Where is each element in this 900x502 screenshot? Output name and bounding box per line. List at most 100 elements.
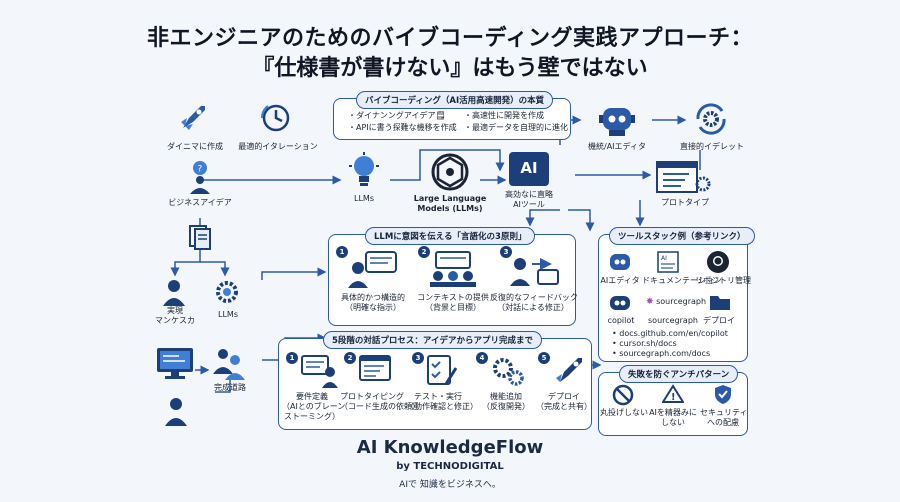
principle-3-line1: 反復的なフィードバック: [490, 293, 578, 302]
deploy-rocket-icon: [550, 352, 586, 388]
principle-num-1: 1: [336, 246, 348, 258]
tools-title: ツールスタック例（参考リンク）: [609, 227, 755, 245]
step-1-line2: （AIとのブレーン: [282, 402, 346, 411]
prototype-window-icon: [655, 160, 711, 196]
person-label-line2: マンケスカ: [155, 316, 195, 325]
shield-icon: [712, 383, 734, 405]
llm-label-line1: Large Language: [413, 194, 487, 203]
antipattern-label-1: 丸投げしない: [600, 408, 648, 417]
team-icon: [211, 346, 247, 380]
person-label: 実現 マンケスカ: [150, 306, 200, 326]
principles-title: LLMに意図を伝える「言語化の3原則」: [365, 227, 536, 245]
tool-link-2-text[interactable]: cursor.sh/docs: [619, 339, 677, 348]
person-idea-icon: ?: [182, 160, 218, 194]
antipattern-3-line1: セキュリティ: [700, 408, 748, 417]
complete-label: 完成道路: [214, 383, 246, 392]
step-4-line1: 機能追加: [490, 392, 522, 401]
tool-link-1-text[interactable]: docs.github.com/en/copilot: [619, 329, 728, 338]
gear-cluster-icon: [213, 278, 241, 306]
iteration-label: 最適的イタレーション: [238, 142, 318, 151]
principle-label-2: コンテキストの提供 （背景と目標）: [413, 293, 493, 313]
step-num-1: 1: [286, 352, 298, 364]
antipattern-2-line1: AIを精器みに: [649, 408, 697, 417]
documentation-icon: AI: [655, 250, 681, 274]
principle-2-line2: （背景と目標）: [425, 303, 481, 312]
step-label-4: 機能追加 （反復開発）: [478, 392, 534, 412]
principle-label-1: 具体的かつ構造的 （明確な指示）: [333, 293, 413, 313]
principle-2-line1: コンテキストの提供: [417, 293, 489, 302]
process-title: 5段階の対話プロセス：アイデアからアプリ完成まで: [323, 331, 542, 349]
dynamic-label: ダイニマに作成: [167, 142, 223, 151]
tool-link-3[interactable]: • sourcegraph.com/docs: [612, 349, 711, 358]
svg-text:?: ?: [198, 165, 203, 175]
step-label-1: 要件定義 （AIとのブレーン ストーミング）: [282, 392, 346, 422]
principle-num-3: 3: [500, 246, 512, 258]
tool-link-2[interactable]: • cursor.sh/docs: [612, 339, 677, 348]
tool-link-1[interactable]: • docs.github.com/en/copilot: [612, 329, 728, 338]
essence-box: バイブコーディング（AI活用高速開発）の本質 ・ダイナンングアイデア🗒 ・高速性…: [333, 91, 571, 140]
antipattern-title: 失敗を防ぐアンチパターン: [619, 365, 739, 383]
ai-badge: AI: [520, 159, 538, 177]
step-2-line2: （コード生成の依頼）: [340, 402, 420, 411]
step-label-2: プロトタイピング （コード生成の依頼）: [340, 392, 420, 412]
llm-label: Large Language Models (LLMs): [410, 194, 490, 214]
folder-icon: [708, 292, 732, 312]
step-num-2: 2: [344, 352, 356, 364]
no-entry-icon: [612, 384, 634, 406]
step-2-line1: プロトタイピング: [340, 392, 404, 401]
feedback-icon: [510, 250, 560, 288]
proto-label: プロトタイプ: [661, 198, 709, 207]
essence-bullet-2: ・高速性に開発を作成: [464, 111, 544, 120]
ai-editor-icon: [607, 250, 633, 274]
tool-label-5: sourcegraph: [648, 316, 698, 325]
github-icon: [706, 250, 730, 274]
ai-label-line1: 高効なに直略: [505, 190, 553, 199]
step-3-line2: （動作確認と修正）: [406, 402, 478, 411]
ai-label: 高効なに直略 AIツール: [497, 190, 561, 210]
robot-icon: [597, 100, 637, 138]
cycle-gear-icon: [692, 100, 730, 138]
step-1-line3: ストーミング）: [284, 412, 340, 421]
principle-label-3: 反復的なフィードバック （対話による修正）: [490, 293, 578, 313]
brand-by: by TECHNODIGITAL: [396, 461, 504, 472]
code-gen-icon: [358, 354, 394, 388]
tool-label-4: copilot: [607, 316, 635, 325]
cycle-label: 直接的イデレット: [680, 142, 744, 151]
principle-3-line2: （対話による修正）: [497, 303, 569, 312]
step-num-3: 3: [412, 352, 424, 364]
principle-1-line2: （明確な指示）: [345, 303, 401, 312]
brand-tagline: AIで 知識をビジネスへ。: [399, 480, 501, 490]
llm-label-line2: Models (LLMs): [417, 204, 483, 213]
person-icon: [160, 278, 188, 306]
svg-text:AI: AI: [661, 255, 667, 262]
robot-label: 機統/AIエディタ: [588, 142, 646, 151]
monitor-icon: [155, 346, 195, 380]
step-4-line2: （反復開発）: [482, 402, 530, 411]
bulb-label: LLMs: [354, 194, 374, 203]
essence-bullet-4: ・最適データを自理的に進化: [464, 123, 568, 132]
lightbulb-icon: [347, 152, 381, 190]
step-label-3: テスト・実行 （動作確認と修正）: [406, 392, 478, 412]
llm-knot-icon: [430, 152, 470, 192]
tool-label-2: ドキュメンテーション: [642, 276, 722, 285]
brand-name: AI KnowledgeFlow: [356, 437, 544, 458]
ai-tool-icon: AI: [509, 152, 549, 186]
step-1-line1: 要件定義: [296, 392, 328, 401]
principle-1-line1: 具体的かつ構造的: [341, 293, 405, 302]
test-checklist-icon: [424, 354, 460, 388]
tool-links: • docs.github.com/en/copilot • cursor.sh…: [612, 329, 728, 359]
step-5-line2: （完成と共有）: [536, 402, 592, 411]
meeting-icon: [428, 250, 478, 288]
sourcegraph-star-icon: ✸: [646, 297, 654, 307]
essence-title: バイブコーディング（AI活用高速開発）の本質: [356, 91, 554, 109]
tool-link-3-text[interactable]: sourcegraph.com/docs: [619, 349, 711, 358]
svg-text:!: !: [671, 392, 676, 403]
antipattern-label-2: AIを精器みに しない: [648, 408, 698, 428]
person-label-line1: 実現: [167, 306, 183, 315]
page-title: 非エンジニアのためのバイブコーディング実践アプローチ：: [147, 26, 753, 51]
tool-label-6: デプロイ: [703, 316, 735, 325]
step-label-5: デプロイ （完成と共有）: [536, 392, 592, 412]
copilot-icon: [607, 292, 633, 314]
sourcegraph-logo: ✸ sourcegraph: [646, 297, 706, 307]
essence-bullet-3: ・APIに書う探難な機移を作成: [348, 123, 457, 132]
